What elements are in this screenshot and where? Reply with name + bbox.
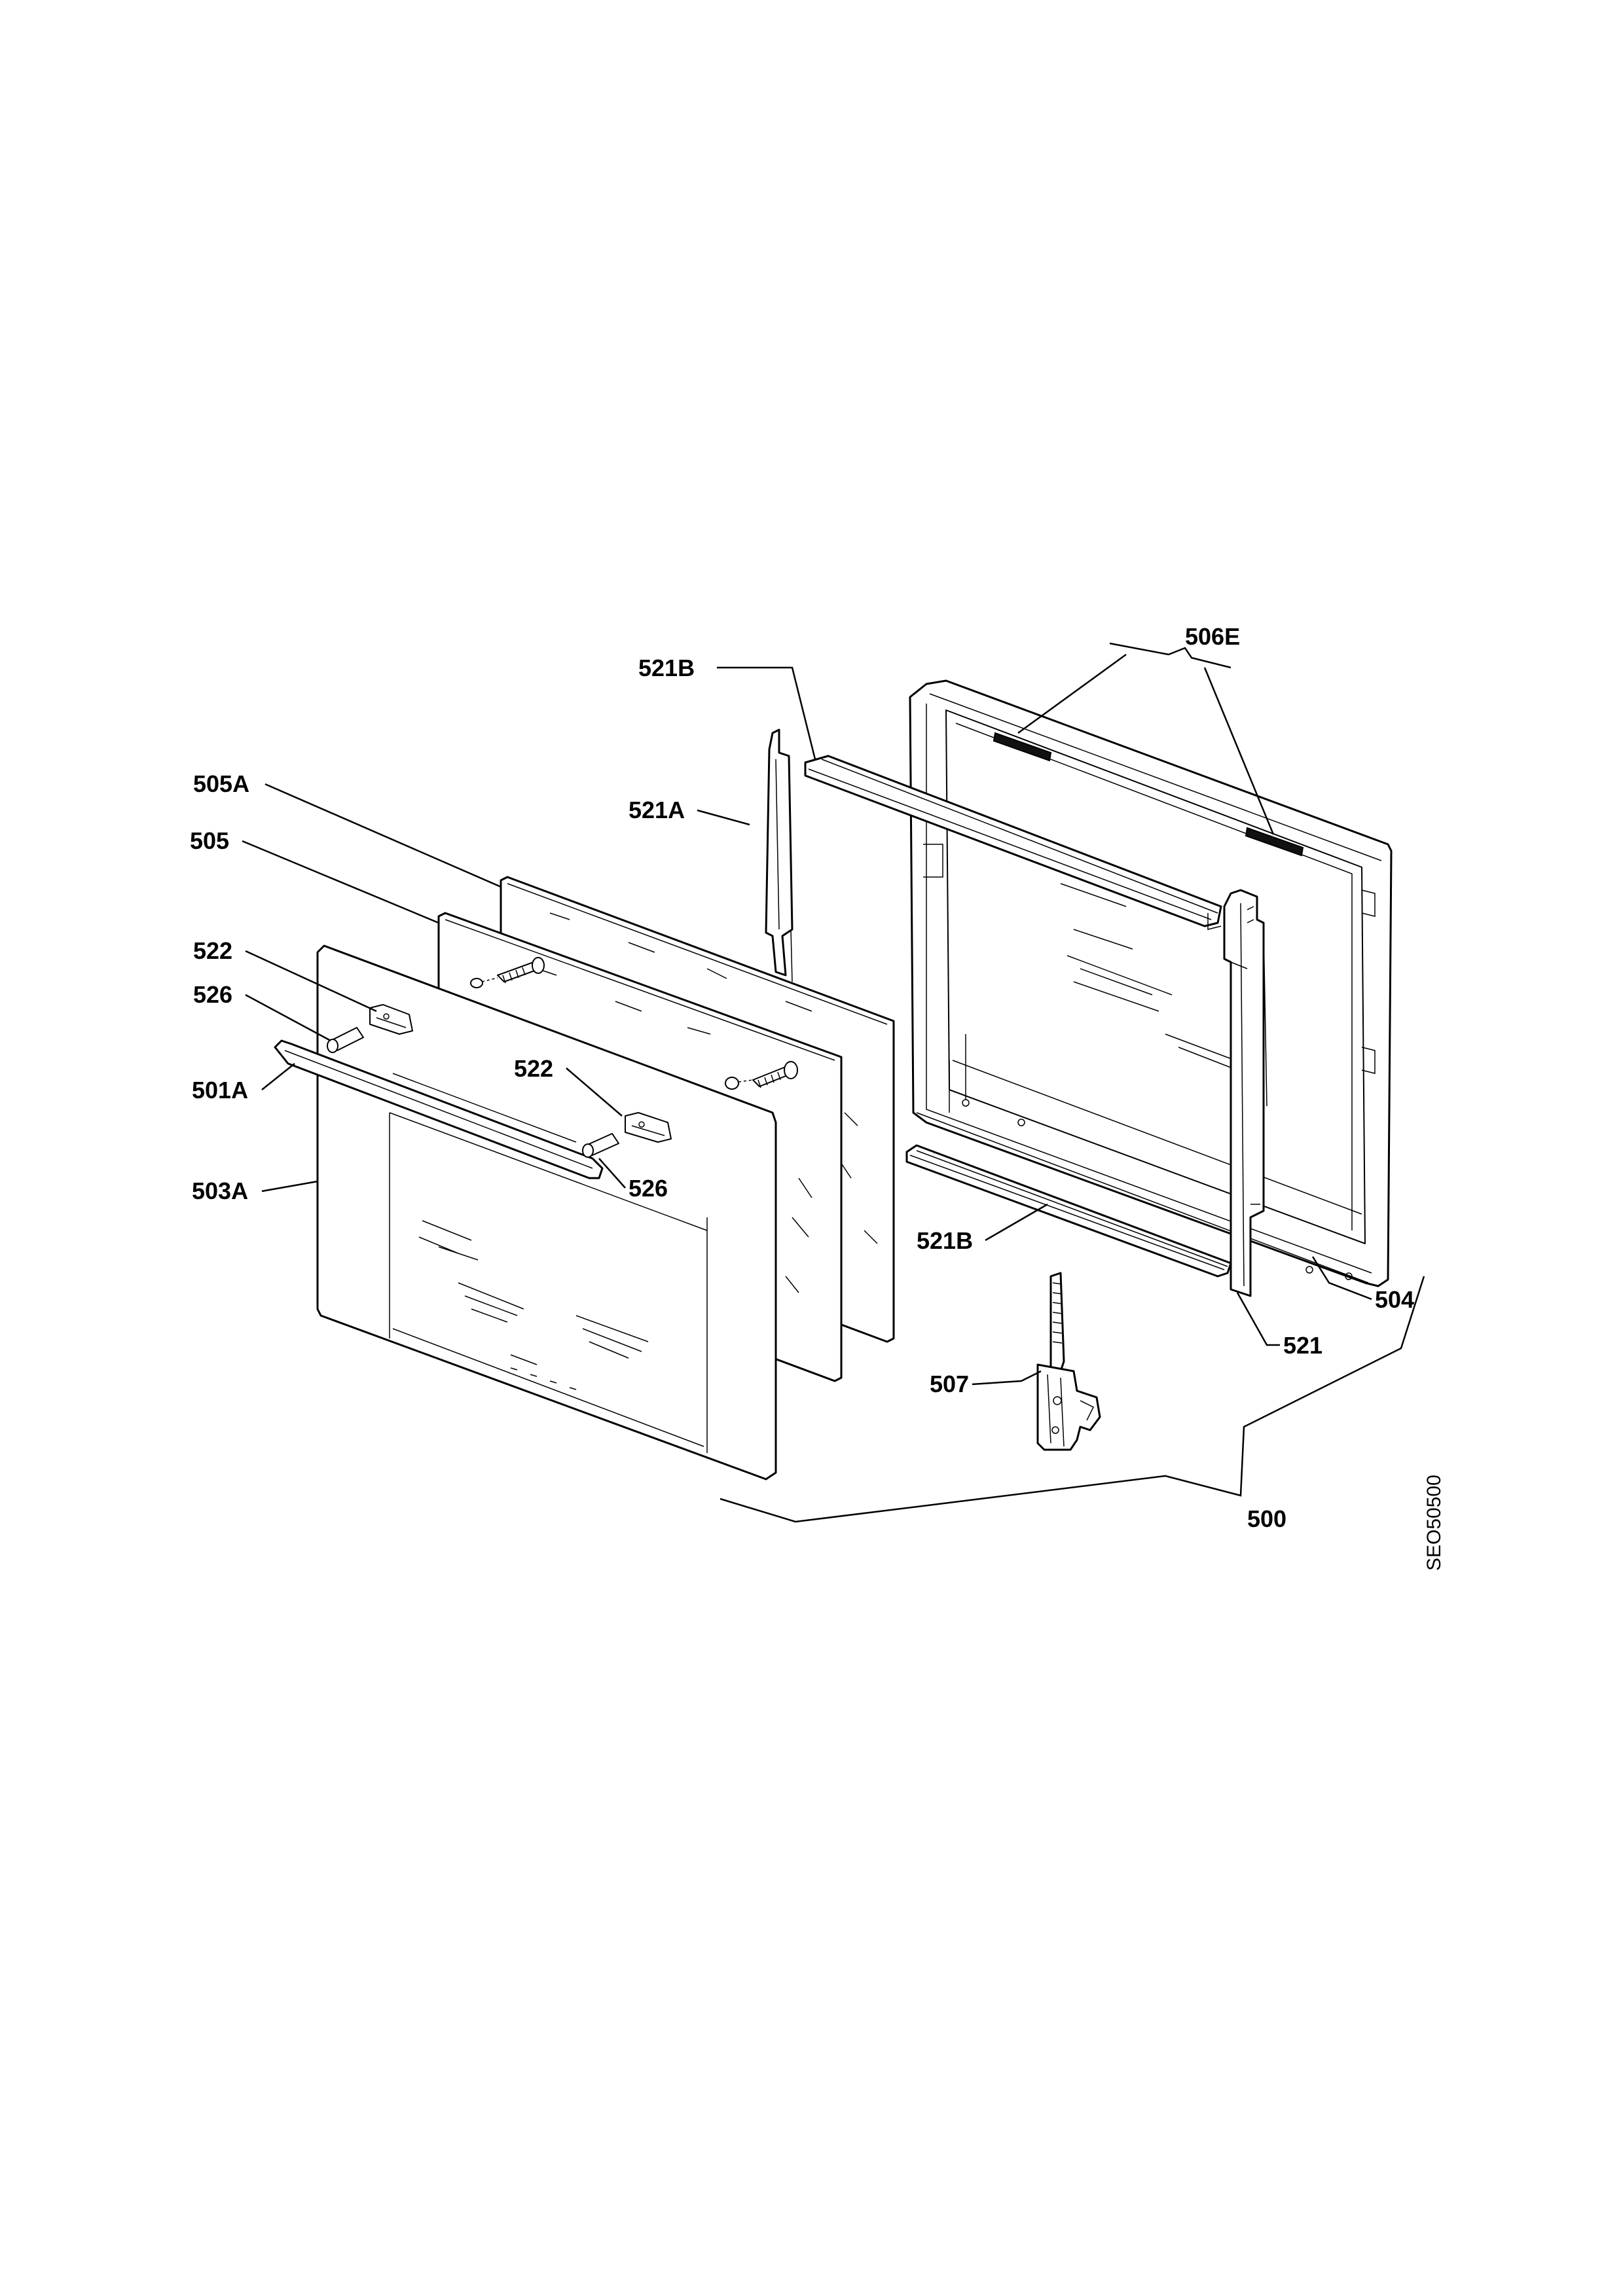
label-521B-bottom: 521B: [917, 1227, 973, 1254]
screw-left: [470, 957, 545, 988]
leader-lines: [242, 642, 1425, 1523]
label-507: 507: [930, 1371, 969, 1397]
label-503A: 503A: [192, 1177, 248, 1204]
label-526-right: 526: [629, 1175, 668, 1202]
door-hinge: [1036, 1272, 1101, 1451]
label-526-left: 526: [193, 981, 232, 1008]
label-506E: 506E: [1185, 623, 1240, 650]
label-501A: 501A: [192, 1077, 248, 1103]
label-505A: 505A: [193, 770, 249, 797]
label-505: 505: [190, 827, 229, 854]
label-521: 521: [1283, 1332, 1322, 1359]
bottom-channel-strip: [905, 1144, 1232, 1278]
handle-mount-left: [327, 1004, 413, 1053]
label-500: 500: [1247, 1505, 1286, 1532]
screw-right: [725, 1061, 798, 1090]
label-504: 504: [1375, 1286, 1414, 1313]
callout-labels: 506E 521B 505A 521A 505 522 526 522 501A…: [190, 623, 1445, 1571]
drawing-code: SEO50500: [1423, 1475, 1445, 1571]
right-side-profile: [1223, 889, 1267, 1297]
label-521A: 521A: [629, 797, 685, 823]
label-522-left: 522: [193, 937, 232, 964]
label-521B-top: 521B: [638, 655, 695, 681]
top-channel-strip: [804, 755, 1222, 930]
handle-mount-right: [582, 1112, 672, 1158]
left-side-profile: [765, 728, 793, 982]
front-outer-door: [316, 944, 777, 1480]
rear-door-frame: [909, 679, 1393, 1287]
label-522-right: 522: [514, 1055, 553, 1082]
door-handle: [274, 1039, 604, 1179]
